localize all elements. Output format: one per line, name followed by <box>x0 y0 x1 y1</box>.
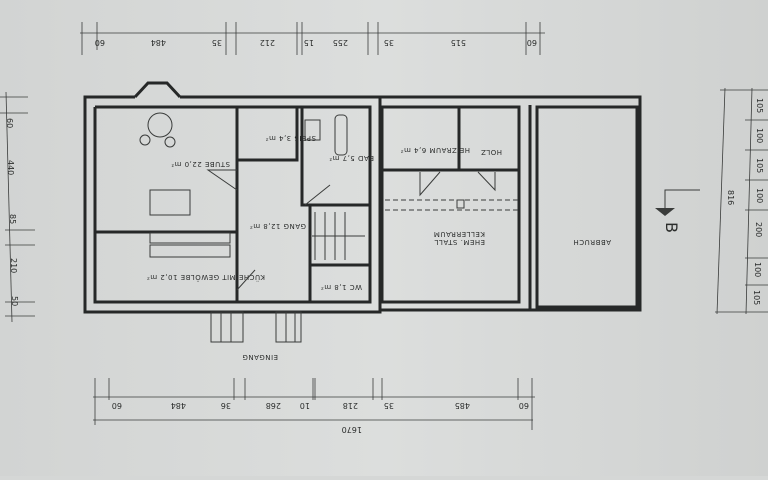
room-label-stube: STUBE 22,0 m² <box>171 160 230 168</box>
section-marker-b: B <box>655 189 700 233</box>
room-label-stall: EHEM. STALL <box>434 238 485 246</box>
dim-label: 15 <box>304 38 314 47</box>
dim-label: 484 <box>171 401 186 410</box>
dim-label: 100 <box>755 128 764 143</box>
barn-walls <box>380 95 642 312</box>
left-dimension-chain: 60 440 85 210 50 <box>0 91 35 323</box>
dim-total-length: 1670 <box>342 425 362 434</box>
dim-label: 484 <box>151 38 166 47</box>
entrance-steps <box>210 311 302 343</box>
dim-label: 60 <box>519 401 529 410</box>
dim-label: 100 <box>753 262 762 277</box>
dim-label: 105 <box>755 158 764 173</box>
top-dimension-chain: 60 484 35 212 255 15 35 515 60 <box>80 22 545 55</box>
bottom-dimension-chain: 60 484 36 268 10 218 35 485 60 1670 <box>93 378 535 434</box>
dim-label: 255 <box>333 38 348 47</box>
room-label-wc: WC 1,8 m² <box>320 283 362 291</box>
room-label-gang: GANG 12,8 m² <box>249 222 306 230</box>
room-label-heizraum: HEIZRAUM 6,4 m² <box>400 146 470 154</box>
dim-label: 105 <box>752 290 761 305</box>
entrance-label: EINGANG <box>242 353 278 361</box>
dim-label: 100 <box>755 188 764 203</box>
room-label-kellerraum: KELLERRAUM <box>433 230 485 238</box>
dim-label: 35 <box>384 38 394 47</box>
dim-label: 35 <box>212 38 222 47</box>
dim-label: 485 <box>455 401 470 410</box>
section-marker-label: B <box>662 222 681 233</box>
dim-label: 10 <box>300 401 310 410</box>
dim-label: 515 <box>451 38 466 47</box>
dim-label: 35 <box>384 401 394 410</box>
room-label-holz: HOLZ <box>481 148 502 156</box>
dim-label: 268 <box>266 401 281 410</box>
dim-label: 60 <box>95 38 105 47</box>
room-label-speis: SPEIS 3,4 m² <box>265 134 316 142</box>
room-label-abbruch: ABBRUCH <box>573 238 611 246</box>
dim-label: 36 <box>221 401 231 410</box>
dim-label: 440 <box>6 160 15 175</box>
dim-label: 218 <box>343 401 358 410</box>
dim-label: 60 <box>112 401 122 410</box>
dim-label: 200 <box>754 222 763 237</box>
dim-label: 105 <box>755 98 764 113</box>
room-label-bad: BAD 5,7 m² <box>329 154 374 162</box>
house-walls <box>83 81 382 314</box>
dim-label: 85 <box>8 214 17 224</box>
room-label-kueche: KÜCHE MIT GEWÖLBE 10,2 m² <box>147 273 266 282</box>
dim-label: 212 <box>260 38 275 47</box>
dim-label: 50 <box>10 296 19 306</box>
right-dimension-chain: 105 100 105 100 200 100 105 816 <box>715 87 768 315</box>
dim-total-width: 816 <box>726 190 735 205</box>
dim-label: 60 <box>527 38 537 47</box>
dim-label: 60 <box>5 118 14 128</box>
dim-label: 210 <box>9 258 18 273</box>
